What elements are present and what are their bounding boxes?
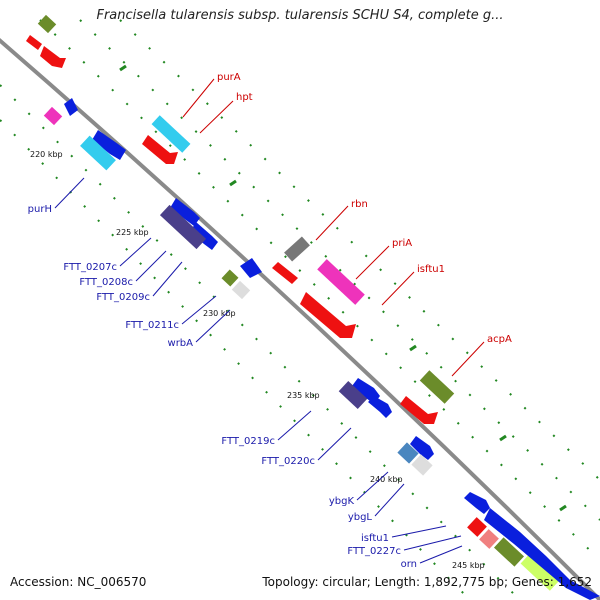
backbone-arc bbox=[0, 38, 600, 600]
gene-label: ybgL bbox=[348, 512, 373, 523]
guide-rings bbox=[0, 19, 600, 600]
gene-label: ybgK bbox=[329, 496, 355, 507]
kbp-label: 235 kbp bbox=[287, 391, 320, 400]
kbp-label: 225 kbp bbox=[116, 228, 149, 237]
left-leader-lines bbox=[54, 177, 463, 564]
right-leader-lines bbox=[182, 78, 485, 377]
gene-label: priA bbox=[392, 238, 412, 249]
gene-label: FTT_0207c bbox=[63, 262, 117, 273]
gene-label: rbn bbox=[351, 199, 368, 210]
map-title: Francisella tularensis subsp. tularensis… bbox=[96, 8, 504, 23]
gene-label: hpt bbox=[236, 92, 253, 103]
kbp-label: 245 kbp bbox=[452, 561, 485, 570]
gene-label: purH bbox=[28, 204, 52, 215]
kbp-label: 230 kbp bbox=[203, 309, 236, 318]
kbp-label: 240 kbp bbox=[370, 475, 403, 484]
forward-genes bbox=[26, 14, 560, 591]
gene-label: FTT_0227c bbox=[347, 546, 401, 557]
gene-label: orn bbox=[401, 559, 417, 570]
gene-label: wrbA bbox=[168, 338, 194, 349]
gene-label: isftu1 bbox=[361, 533, 389, 544]
gene-label: purA bbox=[217, 72, 241, 83]
accession-label: Accession: NC_006570 bbox=[10, 575, 147, 589]
gene-label: acpA bbox=[487, 334, 512, 345]
gene-label: FTT_0219c bbox=[221, 436, 275, 447]
kbp-label: 220 kbp bbox=[30, 150, 63, 159]
topology-label: Topology: circular; Length: 1,892,775 bp… bbox=[262, 575, 592, 589]
gene-label: FTT_0220c bbox=[261, 456, 315, 467]
scale-labels: 220 kbp 225 kbp 230 kbp 235 kbp 240 kbp … bbox=[30, 150, 485, 570]
gene-label: FTT_0211c bbox=[125, 320, 179, 331]
gene-label: FTT_0209c bbox=[96, 292, 150, 303]
gene-label: isftu1 bbox=[417, 264, 445, 275]
gene-labels: purA hpt rbn priA isftu1 acpA purH FTT_0… bbox=[28, 72, 512, 570]
gene-label: FTT_0208c bbox=[79, 277, 133, 288]
reverse-genes bbox=[43, 98, 600, 600]
